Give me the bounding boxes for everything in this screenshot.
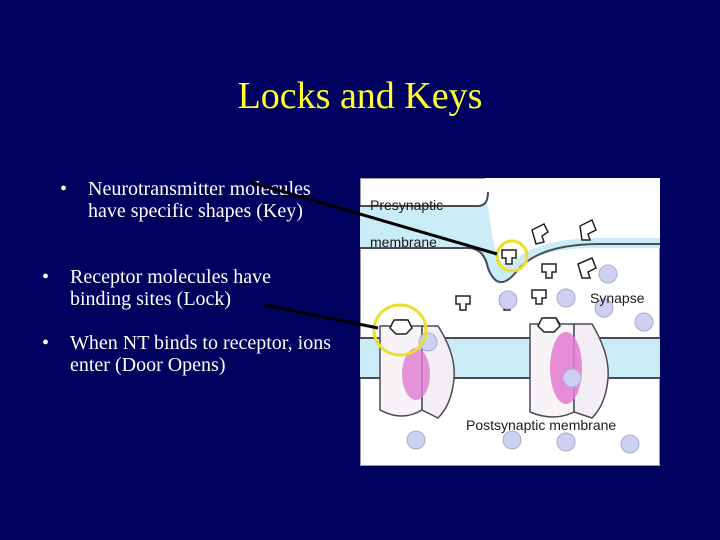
callout-line-lock bbox=[265, 305, 378, 328]
callout-line-key bbox=[250, 182, 497, 254]
